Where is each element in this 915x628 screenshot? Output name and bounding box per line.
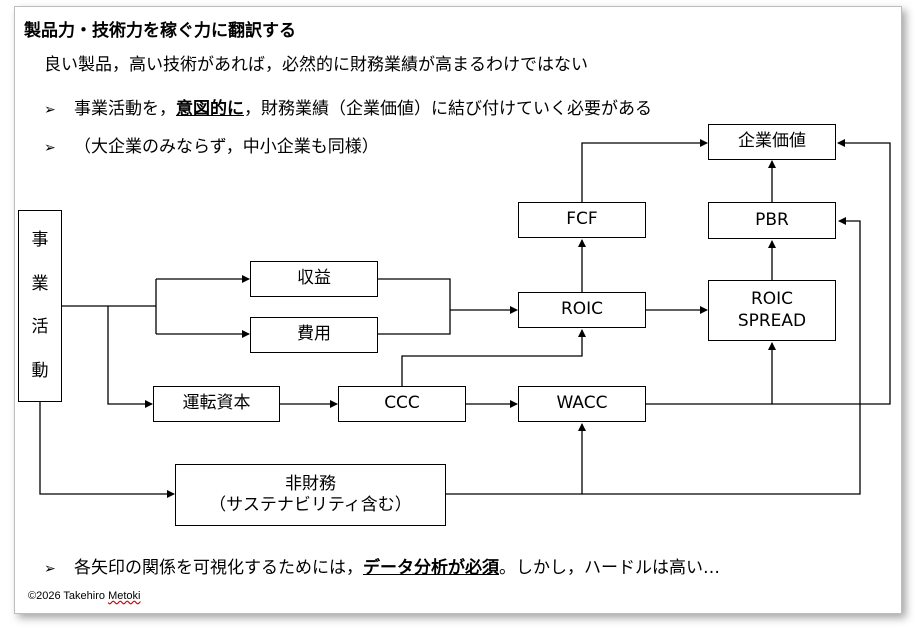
slide-subtitle: 良い製品，高い技術があれば，必然的に財務業績が高まるわけではない	[44, 55, 588, 75]
bullet-1-text-post: ，財務業績（企業価値）に結び付けていく必要がある	[244, 99, 652, 119]
bullet-3-text-pre: 各矢印の関係を可視化するためには，	[74, 558, 363, 578]
node-ccc: CCC	[338, 386, 466, 422]
arrow-fcf-to-ev	[581, 139, 708, 202]
slide-title: 製品力・技術力を稼ぐ力に翻訳する	[24, 21, 296, 41]
node-cost: 費用	[250, 317, 378, 353]
node-non-financial-line2: （サステナビリティ含む）	[209, 495, 412, 515]
copyright-name: Metoki	[108, 590, 141, 602]
copyright: ©2026 Takehiro Metoki	[28, 590, 140, 602]
copyright-prefix: ©2026 Takehiro	[28, 590, 109, 602]
arrow-nonfin-to-wacc	[446, 423, 586, 495]
bullet-3-text-post: 。しかし，ハードルは高い…	[499, 558, 720, 578]
bullet-2-text: （大企業のみならず，中小企業も同様）	[74, 137, 379, 157]
node-business-activity-char: 動	[31, 360, 49, 381]
node-roic: ROIC	[518, 292, 646, 328]
node-non-financial: 非財務 （サステナビリティ含む）	[175, 464, 446, 526]
bullet-arrow-icon: ➢	[44, 561, 56, 577]
arrow-merge	[378, 278, 451, 335]
bullet-3: ➢ 各矢印の関係を可視化するためには，データ分析が必須。しかし，ハードルは高い…	[44, 553, 720, 578]
arrow-wacc-to-spread	[646, 342, 776, 405]
node-wacc: WACC	[518, 386, 646, 422]
arrow-wacc-to-ev	[772, 139, 891, 405]
node-non-financial-line1: 非財務	[285, 473, 336, 494]
node-enterprise-value: 企業価値	[708, 124, 836, 160]
arrow-to-working-capital	[107, 306, 153, 408]
node-business-activity-char: 事	[31, 230, 49, 251]
bullet-1-emphasis: 意図的に	[176, 99, 244, 119]
bullet-1-text-pre: 事業活動を，	[74, 99, 176, 119]
bullet-1: ➢ 事業活動を，意図的に，財務業績（企業価値）に結び付けていく必要がある	[44, 94, 652, 119]
node-fcf: FCF	[518, 202, 646, 238]
bullet-arrow-icon: ➢	[44, 102, 56, 118]
node-roic-spread-line1: ROIC	[750, 289, 794, 310]
node-roic-spread: ROIC SPREAD	[708, 280, 836, 341]
node-business-activity: 事 業 活 動	[18, 210, 62, 402]
bullet-arrow-icon: ➢	[44, 140, 56, 156]
node-business-activity-char: 業	[31, 273, 49, 294]
arrow-nonfin-to-pbr	[582, 217, 861, 495]
bullet-3-emphasis: データ分析が必須	[363, 558, 499, 578]
arrow-to-non-financial	[39, 402, 175, 498]
arrow-ccc-to-roic	[401, 329, 586, 386]
node-pbr: PBR	[708, 202, 836, 239]
node-revenue: 収益	[250, 261, 378, 297]
bullet-2: ➢ （大企業のみならず，中小企業も同様）	[44, 132, 379, 157]
node-business-activity-char: 活	[31, 317, 49, 338]
node-roic-spread-line2: SPREAD	[737, 310, 807, 331]
node-working-capital: 運転資本	[153, 386, 280, 422]
